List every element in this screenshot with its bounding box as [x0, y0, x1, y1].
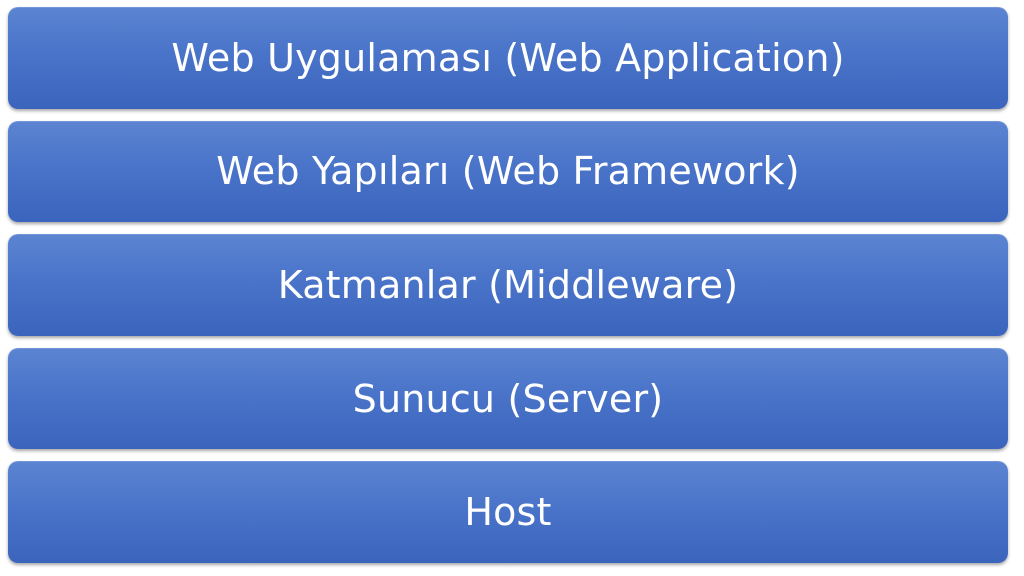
layer-web-application: Web Uygulaması (Web Application) [8, 7, 1008, 109]
layer-label: Web Yapıları (Web Framework) [216, 149, 800, 194]
layer-label: Host [464, 490, 552, 535]
layer-middleware: Katmanlar (Middleware) [8, 234, 1008, 336]
layer-server: Sunucu (Server) [8, 347, 1008, 450]
layer-host: Host [8, 461, 1008, 563]
layer-label: Web Uygulaması (Web Application) [171, 35, 845, 80]
layer-label: Katmanlar (Middleware) [277, 262, 739, 307]
layer-stack-diagram: Web Uygulaması (Web Application) Web Yap… [8, 7, 1008, 563]
layer-label: Sunucu (Server) [352, 376, 664, 421]
layer-web-framework: Web Yapıları (Web Framework) [8, 120, 1008, 223]
